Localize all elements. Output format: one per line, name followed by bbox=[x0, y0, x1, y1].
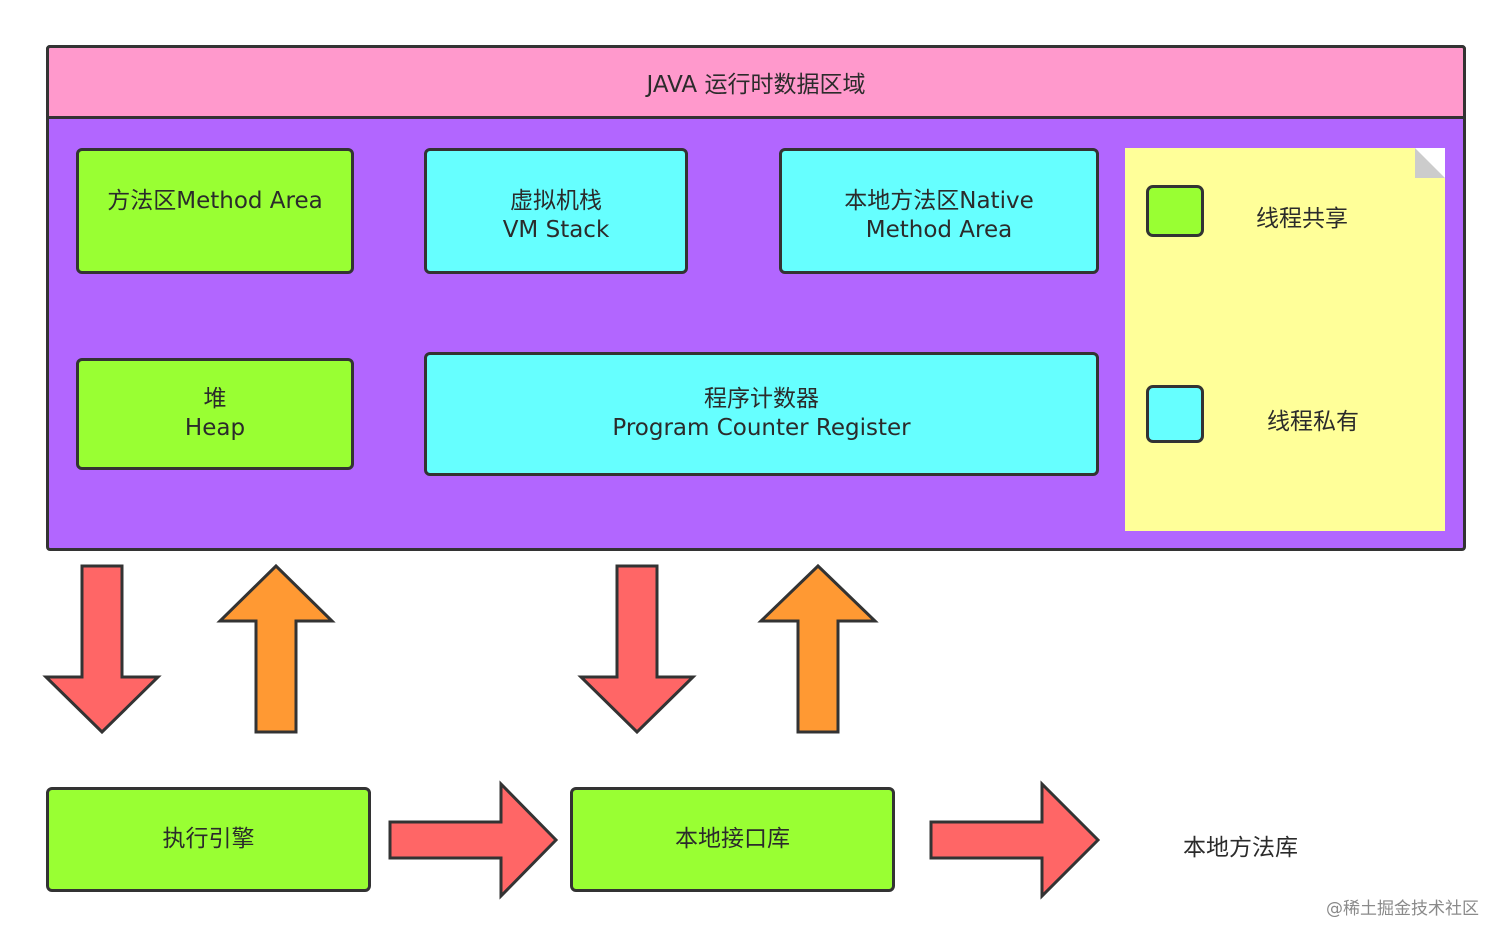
execution-engine-box: 执行引擎 bbox=[46, 787, 371, 892]
watermark: @稀土掘金技术社区 bbox=[1326, 899, 1479, 919]
runtime-title-text: JAVA 运行时数据区域 bbox=[646, 72, 866, 98]
program-counter-box: 程序计数器 Program Counter Register bbox=[424, 352, 1099, 476]
legend-private-swatch bbox=[1146, 385, 1204, 443]
program-counter-label-cn: 程序计数器 bbox=[704, 386, 819, 412]
native-method-area-label-1: 本地方法区Native bbox=[844, 188, 1034, 214]
native-method-area-box: 本地方法区Native Method Area bbox=[779, 148, 1099, 274]
legend-private-label: 线程私有 bbox=[1267, 409, 1359, 435]
program-counter-label-en: Program Counter Register bbox=[612, 415, 911, 441]
legend-shared-label: 线程共享 bbox=[1256, 206, 1348, 232]
arrow-right-interface-to-library bbox=[929, 780, 1101, 900]
vm-stack-label-en: VM Stack bbox=[502, 217, 610, 243]
vm-stack-box: 虚拟机栈 VM Stack bbox=[424, 148, 688, 274]
vm-stack-label-cn: 虚拟机栈 bbox=[510, 188, 602, 214]
native-method-library-label: 本地方法库 bbox=[1183, 835, 1298, 861]
heap-label-cn: 堆 bbox=[203, 386, 227, 412]
method-area-label: 方法区Method Area bbox=[107, 188, 323, 214]
native-method-area-label-2: Method Area bbox=[865, 217, 1013, 243]
arrow-right-engine-to-interface bbox=[388, 780, 559, 900]
arrow-up-engine-to-runtime bbox=[216, 563, 336, 734]
legend-note-fold bbox=[1415, 148, 1445, 178]
native-interface-label: 本地接口库 bbox=[675, 826, 790, 852]
heap-label-en: Heap bbox=[184, 415, 246, 441]
arrow-down-runtime-to-engine bbox=[42, 564, 162, 735]
native-interface-box: 本地接口库 bbox=[570, 787, 895, 892]
runtime-data-area-title: JAVA 运行时数据区域 bbox=[46, 45, 1466, 119]
arrow-down-runtime-to-interface bbox=[577, 564, 697, 735]
execution-engine-label: 执行引擎 bbox=[162, 826, 255, 852]
heap-box: 堆 Heap bbox=[76, 358, 354, 470]
arrow-up-interface-to-runtime bbox=[757, 563, 879, 734]
legend-shared-swatch bbox=[1146, 185, 1204, 237]
method-area-box: 方法区Method Area bbox=[76, 148, 354, 274]
